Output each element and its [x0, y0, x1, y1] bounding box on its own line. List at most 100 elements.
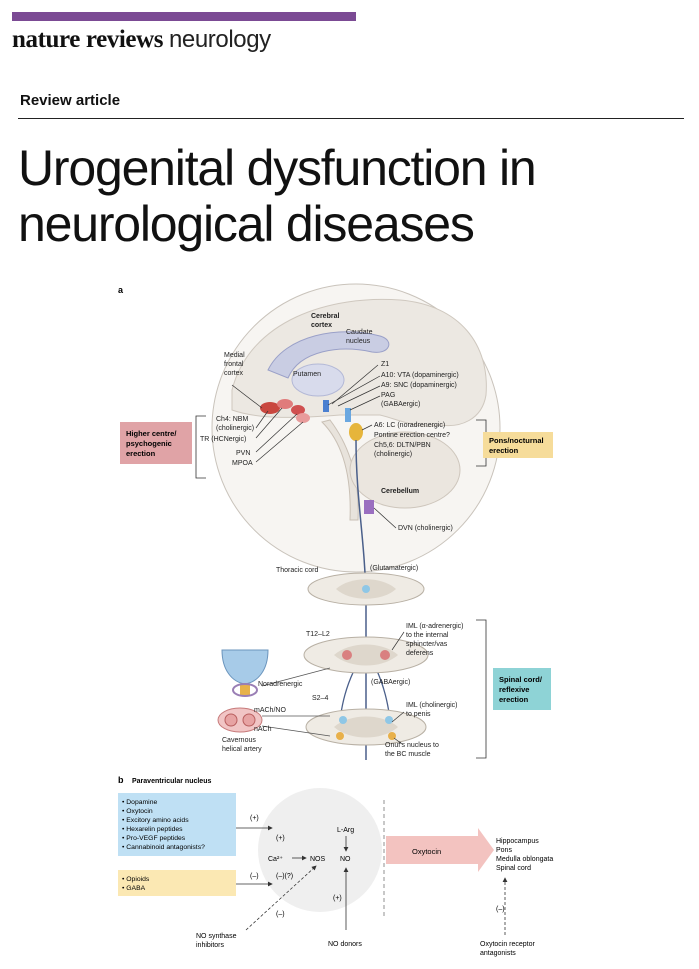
- pons-box-line-2: erection: [489, 446, 519, 455]
- label-caudate-2: nucleus: [346, 338, 371, 345]
- panel-b-label: b: [118, 775, 124, 785]
- larg-label: L-Arg: [337, 827, 354, 834]
- journal-accent-bar: [12, 12, 356, 21]
- higher-box-line-1: Higher centre/: [126, 429, 177, 438]
- higher-centre-box: Higher centre/ psychogenic erection: [120, 422, 192, 464]
- label-ch4-2: (cholinergic): [216, 425, 254, 432]
- panel-b-bottom-labels: NO synthase inhibitors NO donors Oxytoci…: [196, 933, 536, 957]
- label-iml1-3: sphincter/vas: [406, 641, 448, 648]
- label-medial-frontal-3: cortex: [224, 370, 244, 377]
- target-2: Pons: [496, 847, 512, 854]
- noradrenergic-line: [261, 667, 331, 687]
- pos-item-4: • Hexarelin peptides: [122, 826, 183, 833]
- label-medial-frontal-1: Medial: [224, 352, 245, 359]
- pos-item-5: • Pro-VEGF peptides: [122, 835, 186, 842]
- label-t12: T12–L2: [306, 631, 330, 638]
- spinal-bracket: [476, 619, 487, 759]
- title-line-2: neurological diseases: [18, 196, 475, 252]
- label-gaba: (GABAergic): [371, 679, 410, 686]
- negative-modulators-box: • Opioids • GABA: [118, 870, 236, 896]
- label-pag-1: PAG: [381, 392, 395, 399]
- pvn-circle: [258, 788, 382, 912]
- no-label: NO: [340, 856, 351, 863]
- pos-sign-1: (+): [250, 815, 259, 822]
- neg-sign-3: (–): [276, 911, 285, 918]
- label-a10: A10: VTA (dopaminergic): [381, 372, 459, 379]
- ca-label: Ca²⁺: [268, 856, 283, 863]
- neg-item-1: • Opioids: [122, 876, 150, 883]
- mpoa-nucleus: [296, 413, 310, 423]
- oxy-antag-1: Oxytocin receptor: [480, 941, 536, 948]
- pag-nucleus: [345, 408, 351, 422]
- label-a9: A9: SNC (dopaminergic): [381, 382, 457, 389]
- label-a6: A6: LC (noradrenergic): [374, 422, 445, 429]
- pos-sign-2: (+): [276, 835, 285, 842]
- nos-inhib-2: inhibitors: [196, 942, 225, 949]
- label-putamen: Putamen: [293, 371, 321, 378]
- pos-item-2: • Oxytocin: [122, 808, 153, 815]
- cerebellum-shape: [349, 431, 461, 509]
- article-title: Urogenital dysfunction in neurological d…: [18, 140, 537, 252]
- ch4-nucleus: [260, 402, 280, 414]
- oxytocin-targets: Hippocampus Pons Medulla oblongata Spina…: [496, 838, 553, 872]
- header-divider: [18, 118, 684, 119]
- label-mpoa: MPOA: [232, 460, 253, 467]
- panel-a-label: a: [118, 285, 124, 295]
- higher-bracket: [195, 415, 206, 479]
- pons-box: Pons/nocturnal erection: [483, 432, 553, 458]
- nach-line: [261, 725, 331, 737]
- brain-labels: Cerebral cortex Caudate nucleus Medial f…: [200, 313, 459, 532]
- label-tr: TR (HCNergic): [200, 436, 246, 443]
- neg-sign-1: (–): [250, 873, 259, 880]
- higher-box-line-2: psychogenic: [126, 439, 172, 448]
- label-pag-2: (GABAergic): [381, 401, 420, 408]
- label-cerebral-cortex-2: cortex: [311, 322, 332, 329]
- label-ch4-1: Ch4: NBM: [216, 416, 248, 423]
- cavernous-illustration: [217, 707, 263, 733]
- label-iml1-1: IML (α-adrenergic): [406, 623, 463, 630]
- higher-box-line-3: erection: [126, 449, 156, 458]
- t12-l2-section: [303, 636, 429, 674]
- label-s24: S2–4: [312, 695, 328, 702]
- spinal-box-line-3: erection: [499, 695, 529, 704]
- label-ch5: Ch5,6: DLTN/PBN: [374, 442, 431, 449]
- journal-name-bold: nature reviews: [12, 26, 164, 53]
- label-iml2-1: IML (cholinergic): [406, 702, 457, 709]
- oxytocin-label: Oxytocin: [412, 847, 441, 856]
- pos-sign-3: (+): [333, 895, 342, 902]
- caudate-shape: [267, 331, 390, 379]
- bladder-illustration: [221, 649, 269, 697]
- label-cavernous-1: Cavernous: [222, 737, 256, 744]
- label-iml2-2: to penis: [406, 711, 431, 718]
- label-iml1-4: deferens: [406, 650, 434, 657]
- positive-modulators-box: • Dopamine • Oxytocin • Excitory amino a…: [118, 793, 236, 856]
- label-iml1-2: to the internal: [406, 632, 449, 639]
- vta-nucleus: [323, 400, 329, 412]
- label-onuf-2: the BC muscle: [385, 751, 431, 758]
- title-line-1: Urogenital dysfunction in: [18, 140, 537, 196]
- no-donors: NO donors: [328, 941, 362, 948]
- oxy-antag-2: antagonists: [480, 950, 516, 957]
- label-glut: (Glutamatergic): [370, 565, 418, 572]
- cerebrum-shape: [231, 298, 487, 427]
- label-pvn: PVN: [236, 450, 250, 457]
- target-4: Spinal cord: [496, 865, 531, 872]
- neg-sign-4: (–): [496, 906, 505, 913]
- pvn-nucleus: [291, 405, 305, 415]
- article-type: Review article: [20, 92, 121, 109]
- label-caudate-1: Caudate: [346, 329, 373, 336]
- label-dvn: DVN (cholinergic): [398, 525, 453, 532]
- pos-item-3: • Excitory amino acids: [122, 817, 189, 824]
- label-onuf-1: Onuf's nucleus to: [385, 742, 439, 749]
- label-pontine: Pontine erection centre?: [374, 432, 450, 439]
- neg-sign-2: (–)(?): [276, 873, 293, 880]
- pos-item-6: • Cannabinoid antagonists?: [122, 844, 205, 851]
- lc-nucleus: [349, 423, 363, 441]
- target-3: Medulla oblongata: [496, 856, 553, 863]
- label-z1: Z1: [381, 361, 389, 368]
- thoracic-cord-section: [307, 572, 425, 606]
- pons-box-line-1: Pons/nocturnal: [489, 436, 544, 445]
- dvn-nucleus: [364, 500, 374, 514]
- nos-label: NOS: [310, 856, 326, 863]
